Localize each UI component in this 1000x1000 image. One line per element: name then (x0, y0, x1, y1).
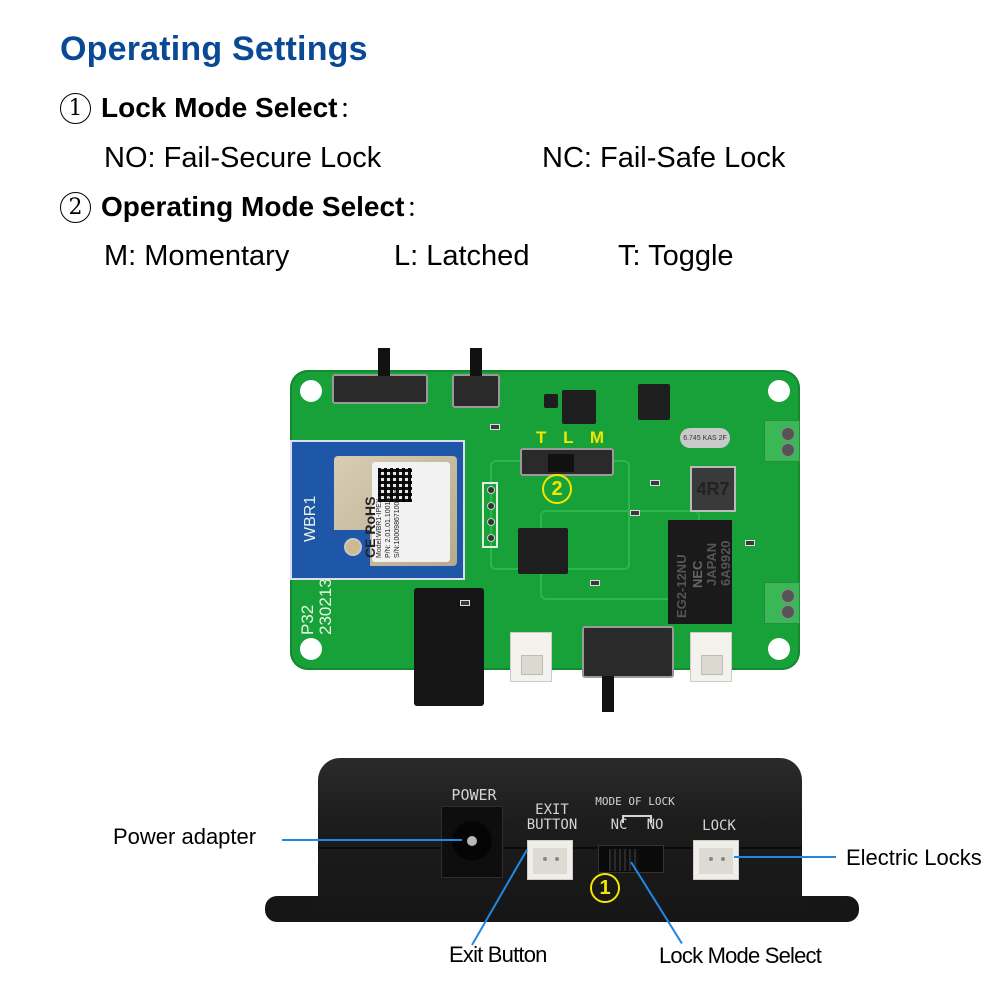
circled-marker-1: 1 (590, 873, 620, 903)
leader-line (734, 856, 836, 858)
mount-hole (768, 380, 790, 402)
section-heading-label: Operating Mode Select (101, 191, 405, 222)
dc-power-jack (414, 588, 484, 706)
wifi-module: CE RoHS Model:WBR1-IPEX P/N: 2.01.01.100… (290, 440, 465, 580)
lock-port (693, 840, 739, 880)
screw-terminal-top (764, 420, 800, 462)
callout-lock-mode-select: Lock Mode Select (659, 943, 822, 968)
option-toggle: T: Toggle (618, 240, 734, 272)
power-jack (441, 806, 503, 878)
pcb-board-image: CE RoHS Model:WBR1-IPEX P/N: 2.01.01.100… (290, 348, 800, 712)
ic-chip (518, 528, 568, 574)
inductor: 4R7 (690, 466, 736, 512)
circled-marker-2: 2 (542, 474, 572, 504)
option-no-fail-secure: NO: Fail-Secure Lock (104, 142, 382, 174)
section-operating-mode-heading: 2 Operating Mode Select ： (60, 191, 428, 223)
lock-connector (690, 632, 732, 682)
leader-line (282, 839, 462, 841)
tlm-label: T L M (536, 428, 611, 447)
exit-button-port (527, 840, 573, 880)
header-pins (482, 482, 498, 548)
colon: ： (339, 97, 362, 122)
power-embossed-label: POWER (451, 786, 497, 804)
page-title: Operating Settings (60, 30, 368, 68)
lock-embossed-label: LOCK (702, 818, 736, 834)
section-heading-label: Lock Mode Select (101, 92, 338, 123)
crystal-oscillator: 6.745 KAS 2F (680, 428, 730, 448)
mount-hole (300, 638, 322, 660)
exit-button-connector (510, 632, 552, 682)
callout-electric-locks: Electric Locks (846, 845, 982, 870)
circled-number-1-icon: 1 (60, 92, 91, 124)
operating-mode-switch (520, 448, 614, 476)
mount-hole (300, 380, 322, 402)
module-silkscreen: WBR1 (302, 495, 319, 542)
slide-switch-tab (378, 348, 390, 376)
screw-terminal-bottom (764, 582, 800, 624)
no-label: NO (646, 817, 664, 833)
lock-mode-slide-switch (598, 845, 664, 873)
option-momentary: M: Momentary (104, 240, 290, 272)
mode-of-lock-label: MODE OF LOCK (595, 795, 675, 808)
mount-hole (768, 638, 790, 660)
section-lock-mode-heading: 1 Lock Mode Select ： (60, 92, 362, 124)
module-sticker: CE RoHS Model:WBR1-IPEX P/N: 2.01.01.100… (362, 462, 450, 562)
qr-code-icon (378, 468, 412, 502)
relay: EG2-12NU NEC JAPAN 6A9920 (668, 520, 733, 624)
board-silkscreen-p32: P32 (298, 604, 317, 635)
top-slide-switch (332, 374, 428, 404)
exit-button-embossed-label: EXIT BUTTON (526, 802, 578, 833)
tact-button (452, 374, 500, 408)
callout-exit-button: Exit Button (449, 942, 547, 967)
option-nc-fail-safe: NC: Fail-Safe Lock (542, 142, 786, 174)
callout-power-adapter: Power adapter (113, 824, 257, 849)
nc-label: NC (610, 817, 628, 833)
colon: ： (406, 196, 429, 221)
lock-mode-switch (582, 626, 674, 678)
ic-chip (638, 384, 670, 420)
circled-number-2-icon: 2 (60, 191, 91, 223)
board-silkscreen-date: 230213 (316, 578, 335, 635)
tact-button-cap (470, 348, 482, 376)
lock-mode-switch-tab (602, 676, 614, 712)
option-latched: L: Latched (394, 240, 530, 272)
antenna-connector-icon (344, 538, 362, 556)
ic-chip (562, 390, 596, 424)
